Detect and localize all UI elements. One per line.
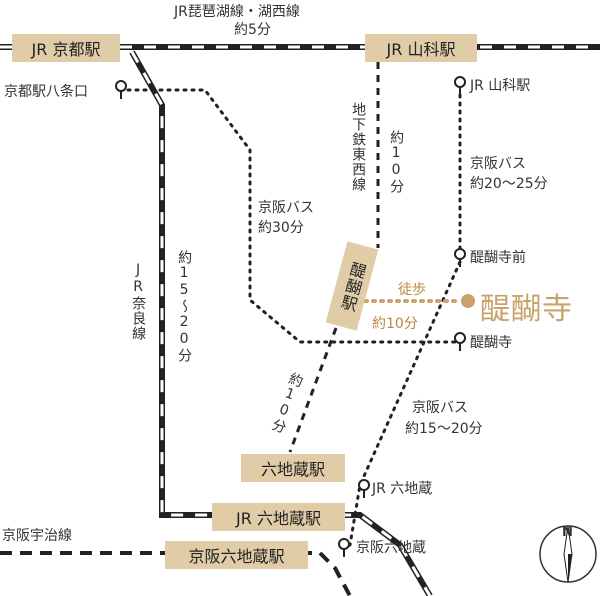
walk-time-label: 約10分 xyxy=(372,316,418,332)
daigoji-temple-marker xyxy=(461,294,475,308)
bus-route-1-time: 約30分 xyxy=(258,220,304,236)
keihan-uji-line-label: 京阪宇治線 xyxy=(2,528,72,544)
station-jr-yamashina[interactable]: JR 山科駅 xyxy=(365,34,477,62)
bus-route-3-time: 約15〜20分 xyxy=(405,421,483,437)
station-rokujizo[interactable]: 六地蔵駅 xyxy=(241,454,345,482)
compass-north-label: N xyxy=(562,525,573,540)
jr-nara-line-label: JR奈良線 xyxy=(130,262,147,341)
bus-stop-marker-jr-rokujizo xyxy=(358,479,370,498)
station-keihan-rokujizo[interactable]: 京阪六地蔵駅 xyxy=(165,541,308,569)
bus-stop-marker-keihan-rokujizo xyxy=(338,538,350,557)
bus-route-3-label: 京阪バス xyxy=(412,400,468,416)
station-jr-rokujizo[interactable]: JR 六地蔵駅 xyxy=(212,503,345,531)
bus-stop-jr-rokujizo-label: JR 六地蔵 xyxy=(372,481,433,497)
walk-label: 徒歩 xyxy=(398,282,426,298)
subway-time-north-label: 約10分 xyxy=(388,130,405,194)
bus-stop-marker-jr-yamashina xyxy=(454,76,466,95)
bus-stop-daigoji-mae-label: 醍醐寺前 xyxy=(470,250,526,266)
bus-stop-daigoji-label: 醍醐寺 xyxy=(470,335,512,351)
bus-stop-keihan-rokujizo-label: 京阪六地蔵 xyxy=(356,540,426,556)
bus-stop-hachijo-label: 京都駅八条口 xyxy=(4,84,88,100)
subway-tozai-line xyxy=(288,62,380,453)
bus-route-2-time: 約20〜25分 xyxy=(470,176,548,192)
compass-icon xyxy=(539,525,597,583)
subway-tozai-line-label: 地下鉄東西線 xyxy=(350,102,367,192)
bus-stop-marker-daigoji xyxy=(454,332,466,351)
jr-nara-time-label: 約15〜20分 xyxy=(176,250,193,363)
jr-biwako-time-label: 約5分 xyxy=(234,22,271,38)
bus-stop-marker-daigoji-mae xyxy=(454,248,466,267)
bus-route-daigoji-rokujizo xyxy=(348,260,462,547)
jr-biwako-line-label: JR琵琶湖線・湖西線 xyxy=(174,4,300,20)
bus-stop-marker-hachijo xyxy=(115,80,127,99)
bus-route-2-label: 京阪バス xyxy=(470,156,526,172)
bus-route-hachijo-daigoji xyxy=(126,88,462,344)
station-jr-kyoto[interactable]: JR 京都駅 xyxy=(12,34,120,62)
bus-stop-jr-yamashina-label: JR 山科駅 xyxy=(470,78,531,94)
destination-title: 醍醐寺 xyxy=(480,292,573,327)
bus-route-1-label: 京阪バス xyxy=(258,200,314,216)
